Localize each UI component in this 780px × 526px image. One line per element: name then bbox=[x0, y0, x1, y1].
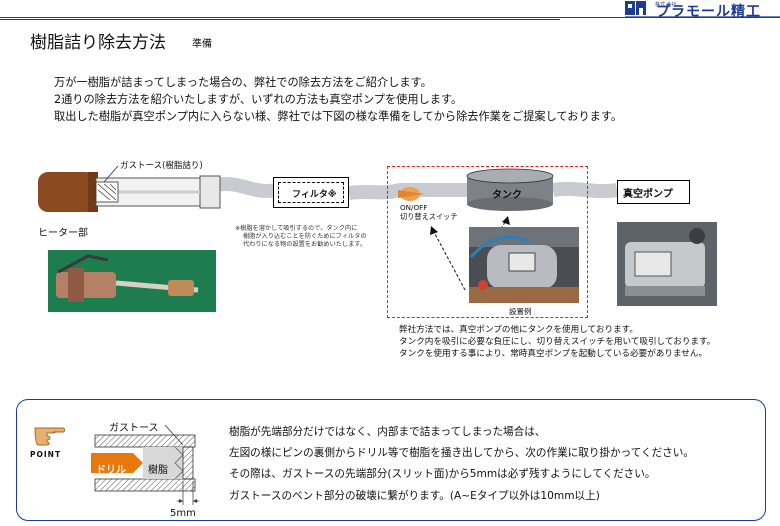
vacuum-pump-photo bbox=[617, 222, 717, 306]
description-line-1: 弊社方法では、真空ポンプの他にタンクを使用しております。 bbox=[399, 325, 638, 335]
point-text-line-3: その際は、ガストースの先端部分(スリット面)から5mmは必ず残すようにしてくださ… bbox=[229, 468, 656, 480]
resin-label: 樹脂 bbox=[148, 465, 168, 476]
gas-torso-clog-label: ガストース(樹脂詰り) bbox=[120, 161, 203, 171]
point-gas-torso-label: ガストース bbox=[109, 423, 159, 434]
hose-2 bbox=[348, 183, 470, 200]
company-logo bbox=[625, 1, 780, 18]
point-label: POINT bbox=[30, 450, 62, 459]
gas-torso-wall-bottom bbox=[94, 478, 196, 492]
heater-photo bbox=[48, 250, 216, 312]
page-title: 樹脂詰り除去方法 bbox=[30, 33, 166, 53]
intro-line-2: 2通りの除去方法を紹介いたしますが、いずれの方法も真空ポンプを使用します。 bbox=[54, 93, 463, 106]
switch-label-1: ON/OFF bbox=[400, 203, 428, 212]
switch-label-2: 切り替えスイッチ bbox=[400, 212, 458, 221]
company-name: プラモール精工 bbox=[656, 4, 761, 20]
install-example-label: 設置例 bbox=[509, 307, 532, 316]
drill-diagram bbox=[91, 424, 199, 505]
pointing-hand-icon bbox=[34, 427, 65, 446]
setup-diagram bbox=[38, 165, 619, 291]
installation-photo bbox=[469, 227, 579, 303]
filter-label: フィルタ※ bbox=[292, 190, 337, 200]
point-text-line-2: 左図の様にピンの裏側からドリル等で樹脂を掻き出してから、次の作業に取り掛かってく… bbox=[229, 447, 694, 459]
filter-box bbox=[273, 177, 349, 208]
vacuum-pump-label: 真空ポンプ bbox=[623, 189, 673, 200]
resin-plug bbox=[143, 447, 183, 479]
filter-note: ※樹脂を溶かして吸引するので、タンク内に 樹脂が入り込むことを防ぐためにフィルタ… bbox=[235, 225, 367, 248]
point-text-line-1: 樹脂が先端部分だけではなく、内部まで詰まってしまった場合は、 bbox=[229, 426, 546, 438]
description-line-2: タンク内を吸引に必要な負圧にし、切り替えスイッチを用いて吸引しております。 bbox=[399, 337, 716, 347]
hose-3 bbox=[551, 181, 619, 199]
header-rule-secondary bbox=[0, 19, 560, 20]
point-box bbox=[16, 399, 766, 521]
header-rule bbox=[0, 17, 780, 18]
hose-1 bbox=[213, 177, 277, 198]
page-subtitle: 準備 bbox=[192, 39, 212, 50]
point-text-line-4: ガストースのベント部分の破壊に繋がります。(A~Eタイプ以外は10mm以上) bbox=[229, 490, 600, 502]
intro-line-1: 万が一樹脂が詰まってしまった場合の、弊社での除去方法をご紹介します。 bbox=[54, 76, 432, 89]
description-line-3: タンクを使用する事により、常時真空ポンプを起動している必要がありません。 bbox=[399, 349, 708, 359]
dimension-label: 5mm bbox=[170, 508, 196, 519]
heater-label: ヒーター部 bbox=[38, 228, 88, 239]
tank-setup-region bbox=[387, 166, 588, 318]
tank-label: タンク bbox=[492, 190, 522, 201]
gas-torso-wall-top bbox=[94, 434, 196, 448]
arrow-to-switch bbox=[433, 231, 466, 291]
intro-line-3: 取出した樹脂が真空ポンプ内に入らない様、弊社では下図の様な準備をしてから除去作業… bbox=[54, 110, 623, 123]
company-type-label: 株式 会社 bbox=[655, 2, 677, 8]
drill-arrow bbox=[91, 453, 143, 473]
drill-label: ドリル bbox=[96, 465, 126, 476]
heater-block bbox=[38, 172, 96, 212]
vacuum-pump-box bbox=[617, 180, 690, 204]
